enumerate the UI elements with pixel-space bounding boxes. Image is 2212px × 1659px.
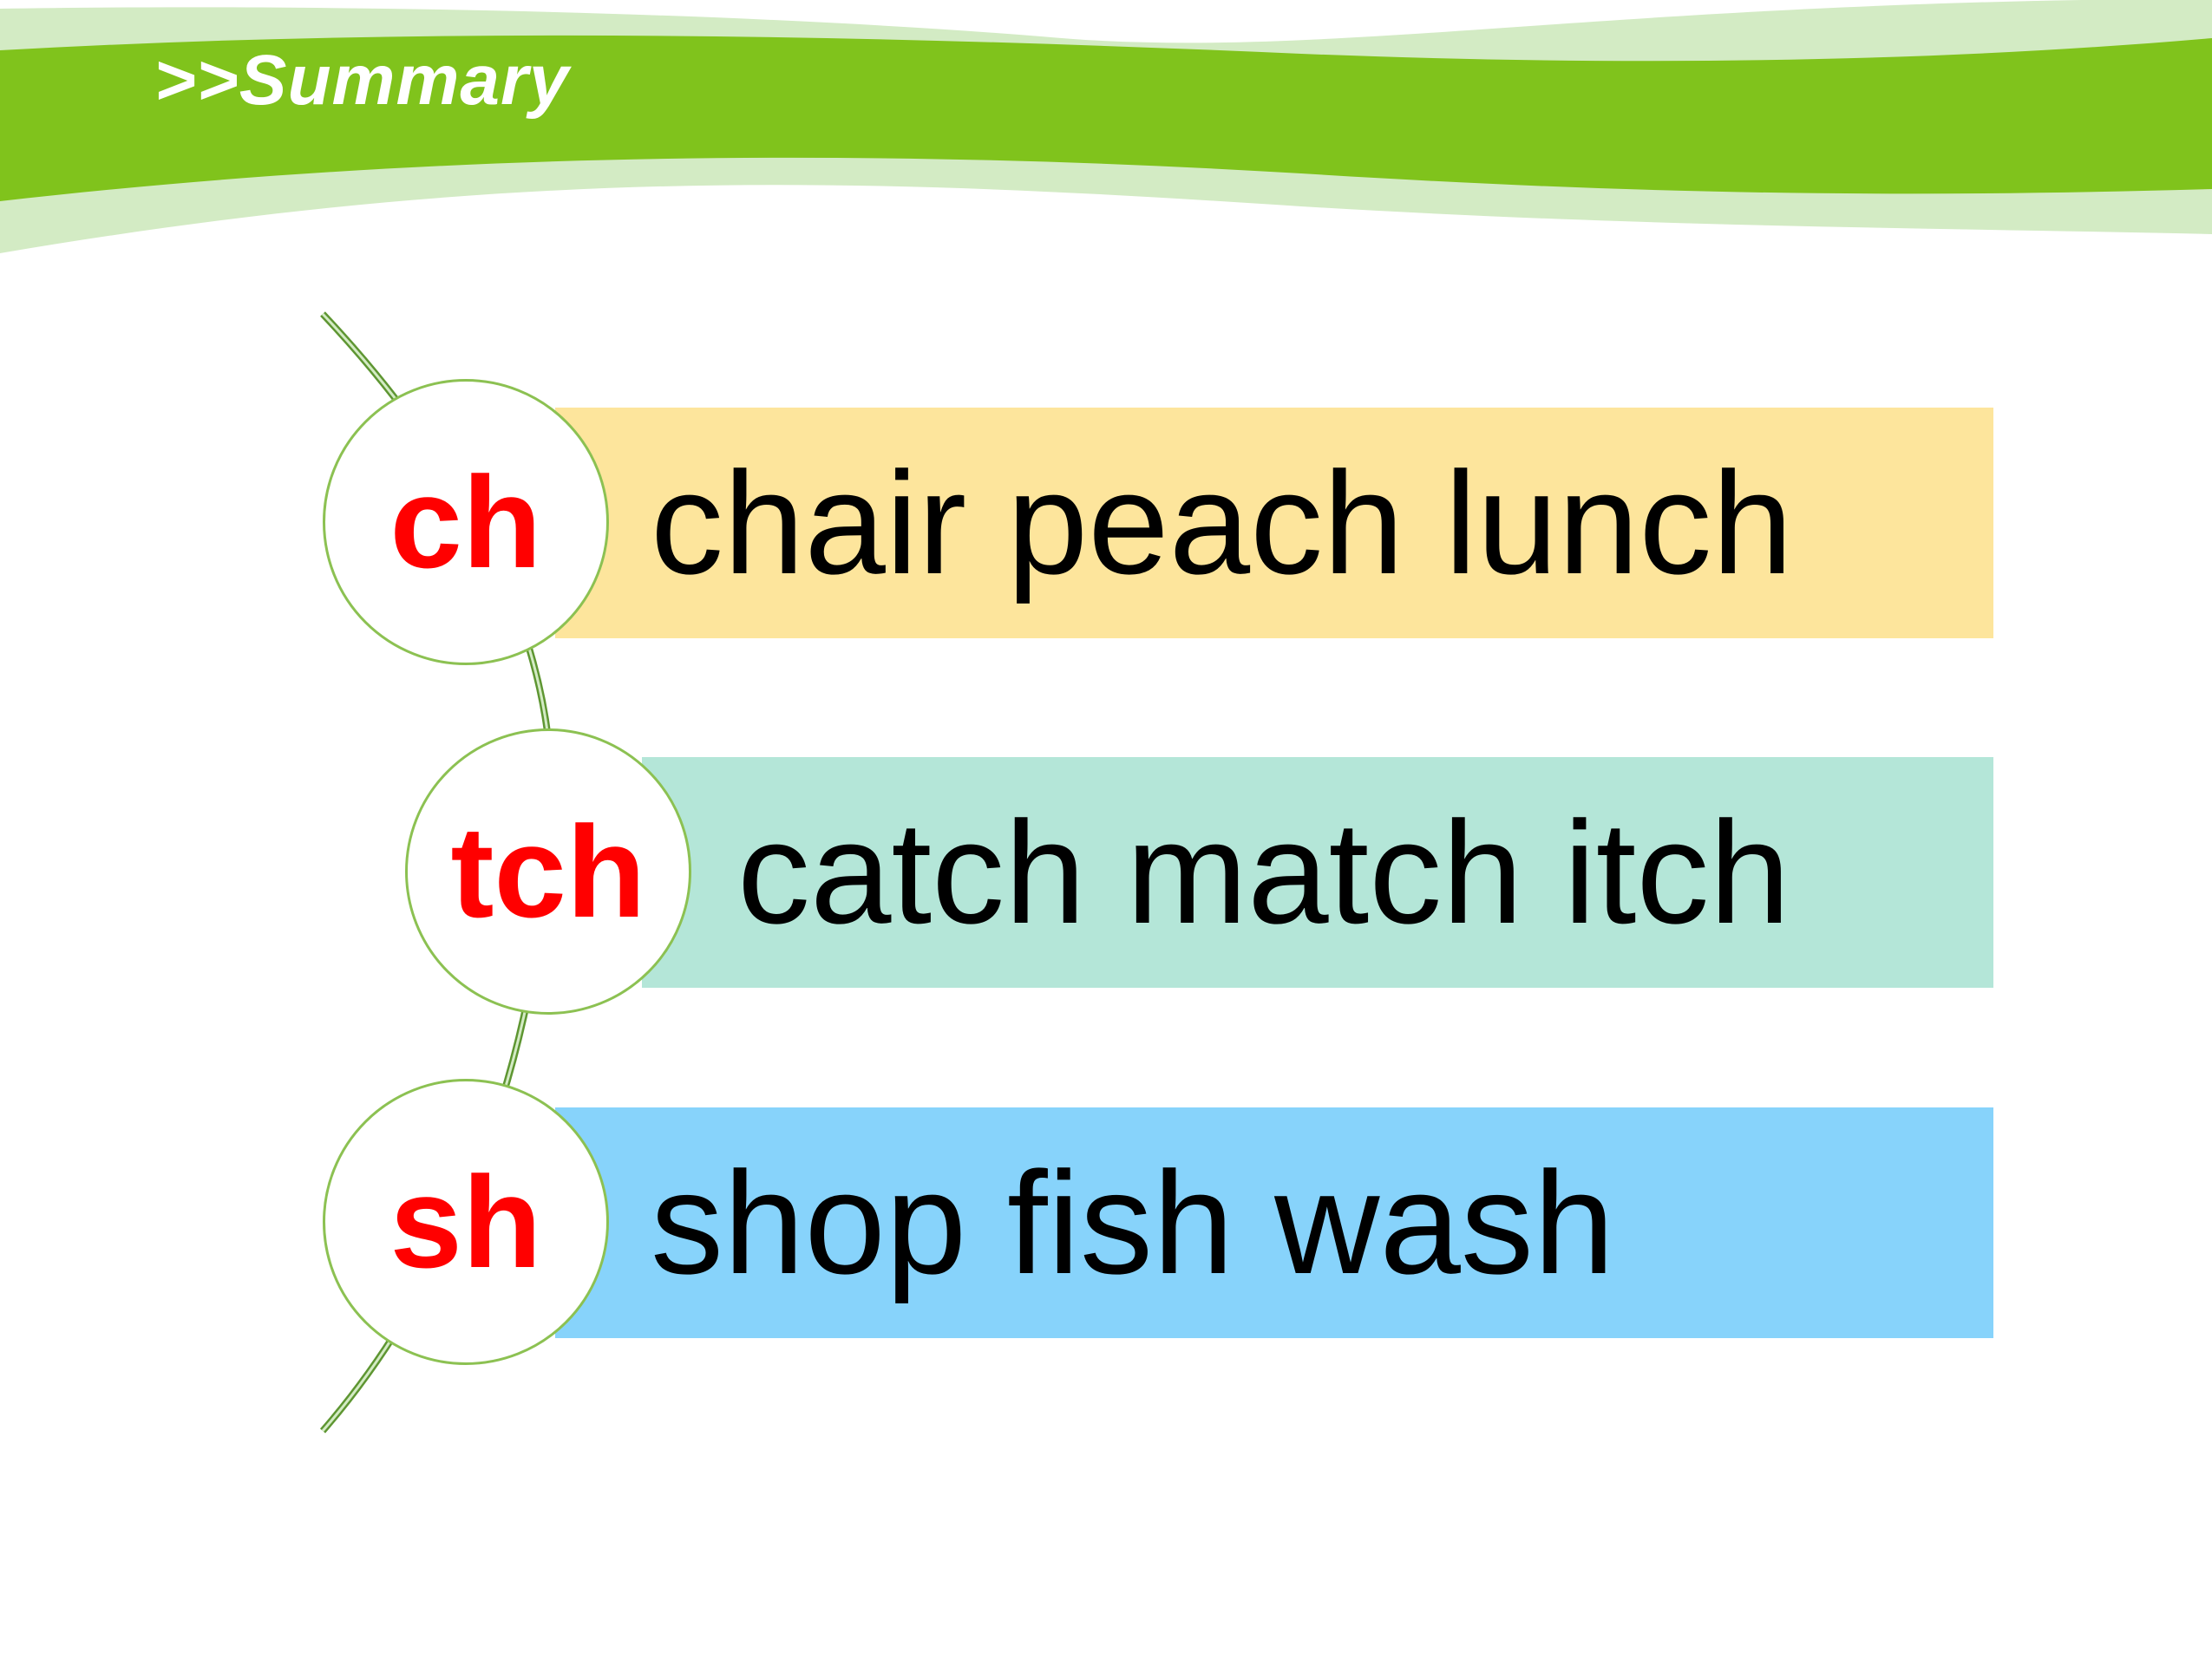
row-ch-words: chair peach lunch (651, 441, 1793, 604)
banner-white-top (0, 0, 2212, 43)
row-tch-circle: tch (405, 728, 691, 1015)
header-banner (0, 0, 2212, 253)
row-tch-band: catch match itch (642, 757, 1993, 988)
banner-green-band (0, 35, 2212, 201)
row-ch-band: chair peach lunch (555, 408, 1993, 638)
row-ch-key: ch (389, 449, 542, 595)
row-tch-words: catch match itch (737, 791, 1790, 954)
row-sh-words: shop fish wash (651, 1141, 1615, 1304)
row-ch-circle: ch (323, 379, 609, 665)
row-sh-circle: sh (323, 1079, 609, 1365)
slide-title: >>Summary (154, 41, 570, 120)
row-tch-key: tch (450, 799, 646, 944)
row-sh-band: shop fish wash (555, 1107, 1993, 1338)
row-sh-key: sh (389, 1149, 542, 1295)
